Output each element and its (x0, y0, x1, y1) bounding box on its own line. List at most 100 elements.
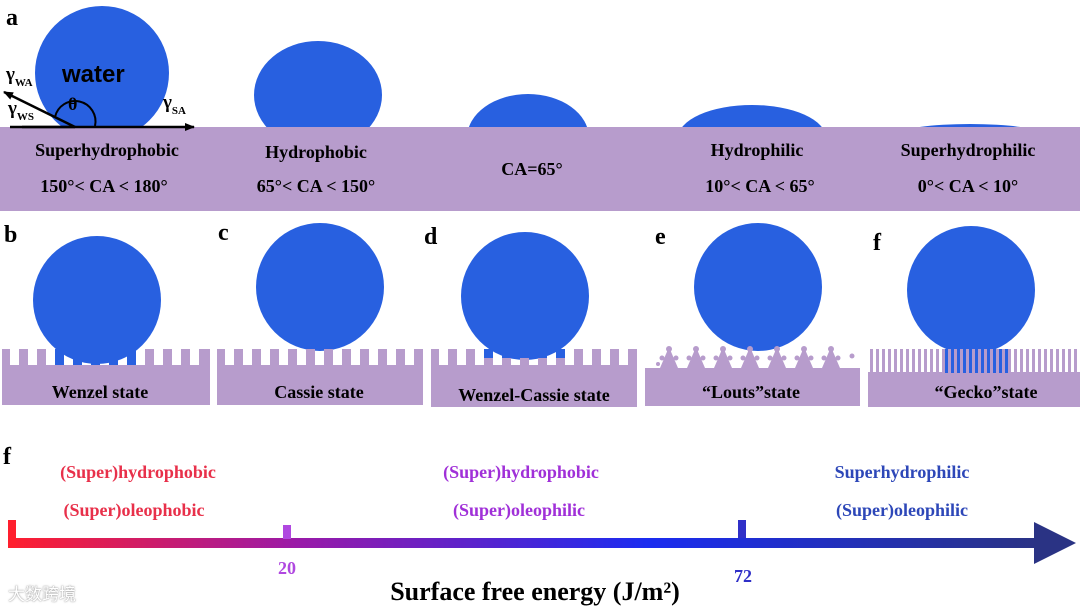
state-range-3: CA=65° (501, 159, 562, 179)
panel-f-gecko-letter: f (873, 230, 882, 256)
tick-20-label: 20 (278, 558, 296, 578)
gecko-hair (918, 349, 921, 373)
substrate-gecko-base (868, 372, 1080, 407)
wc-fill-3 (520, 349, 529, 358)
wc-fill-5 (556, 349, 565, 358)
water-label: water (61, 61, 125, 88)
panel-c: c Cassie state (217, 220, 423, 405)
substrate-wenzel (2, 349, 210, 405)
energy-axis-bar (8, 538, 1040, 548)
gamma-sa-label: γSA (162, 92, 186, 117)
theta-label: θ (68, 94, 77, 114)
wenzel-fill-3 (91, 349, 100, 365)
group3-line2: (Super)oleophilic (836, 500, 968, 521)
panel-b-label: Wenzel state (52, 382, 148, 402)
lotus-bumps (656, 346, 855, 366)
wenzel-fill-4 (109, 349, 118, 365)
gecko-hair (948, 349, 951, 373)
gecko-hair (996, 349, 999, 373)
state-range-4: 10°< CA < 65° (705, 176, 814, 196)
droplet-cassie (256, 223, 384, 351)
axis-start-tick (8, 520, 16, 548)
tick-20-marker (283, 525, 291, 539)
substrate-wenzel-cassie (431, 349, 637, 407)
wc-fill-2 (502, 349, 511, 358)
wc-fill-1 (484, 349, 493, 358)
gecko-hair (924, 349, 927, 373)
gecko-hair (900, 349, 903, 373)
panel-e-label: “Louts”state (702, 382, 800, 402)
droplet-lotus (694, 223, 822, 351)
gecko-hair (930, 349, 933, 373)
gecko-hair (1074, 349, 1077, 373)
gecko-water-fill (957, 349, 960, 373)
gecko-hair (1038, 349, 1041, 373)
gecko-hair (1032, 349, 1035, 373)
gecko-hair (1044, 349, 1047, 373)
panel-c-letter: c (218, 220, 229, 246)
droplet-wenzel-cassie (461, 232, 589, 360)
gamma-ws-label: γWS (7, 98, 34, 123)
gecko-water-fill (981, 349, 984, 373)
droplet-superhydrophilic (920, 124, 1020, 127)
gecko-hair (1068, 349, 1071, 373)
droplet-wenzel (33, 236, 161, 364)
gecko-water-fill (945, 349, 948, 373)
state-name-4: Hydrophilic (711, 140, 804, 160)
gecko-hair (1014, 349, 1017, 373)
wenzel-fill-1 (55, 349, 64, 365)
gecko-water-fill (987, 349, 990, 373)
substrate-lotus (645, 347, 860, 406)
watermark: 大数跨境 (8, 585, 76, 605)
gecko-hair (912, 349, 915, 373)
panel-d-letter: d (424, 224, 438, 250)
panel-a-state-labels: Superhydrophobic 150°< CA < 180° Hydroph… (35, 140, 1035, 196)
panel-e: e “Louts”state (645, 223, 860, 406)
gecko-hair (960, 349, 963, 373)
panel-b-letter: b (4, 222, 17, 248)
state-name-2: Hydrophobic (265, 142, 367, 162)
group2-line2: (Super)oleophilic (453, 500, 585, 521)
gecko-hair (1062, 349, 1065, 373)
wenzel-fill-5 (127, 349, 136, 365)
panel-b: b Wenzel state (2, 222, 210, 405)
panel-d-label: Wenzel-Cassie state (458, 385, 609, 405)
gecko-hair (888, 349, 891, 373)
gamma-wa-label: γWA (5, 64, 33, 89)
state-name-5: Superhydrophilic (901, 140, 1036, 160)
gecko-hair (990, 349, 993, 373)
tick-72-label: 72 (734, 566, 752, 586)
gecko-hair (942, 349, 945, 373)
state-range-1: 150°< CA < 180° (40, 176, 167, 196)
droplet-ca65 (468, 94, 588, 127)
gecko-hair (972, 349, 975, 373)
state-range-2: 65°< CA < 150° (257, 176, 375, 196)
droplet-hydrophobic (254, 41, 382, 127)
droplet-gecko (907, 226, 1035, 354)
gecko-hair (1002, 349, 1005, 373)
state-name-1: Superhydrophobic (35, 140, 179, 160)
panel-f-gecko-label: “Gecko”state (935, 382, 1038, 402)
gecko-water-fill (1005, 349, 1008, 373)
gecko-hairs (870, 349, 1077, 373)
panel-f-letter: f (3, 444, 12, 470)
gecko-hair (1008, 349, 1011, 373)
gecko-hair (894, 349, 897, 373)
wenzel-fill-2 (73, 349, 82, 365)
gecko-hair (936, 349, 939, 373)
panel-a-letter: a (6, 5, 18, 31)
gecko-hair (1050, 349, 1053, 373)
gecko-hair (978, 349, 981, 373)
droplet-superhydrophobic (35, 6, 169, 127)
axis-title: Surface free energy (J/m²) (390, 577, 680, 606)
tick-72-marker (738, 520, 746, 538)
gecko-water-fill (969, 349, 972, 373)
gecko-hair (1020, 349, 1023, 373)
gecko-water-fill (993, 349, 996, 373)
panel-c-label: Cassie state (274, 382, 363, 402)
gecko-water-fill (951, 349, 954, 373)
wc-fill-4 (538, 349, 547, 358)
group3-line1: Superhydrophilic (835, 462, 970, 482)
group1-line2: (Super)oleophobic (63, 500, 204, 521)
